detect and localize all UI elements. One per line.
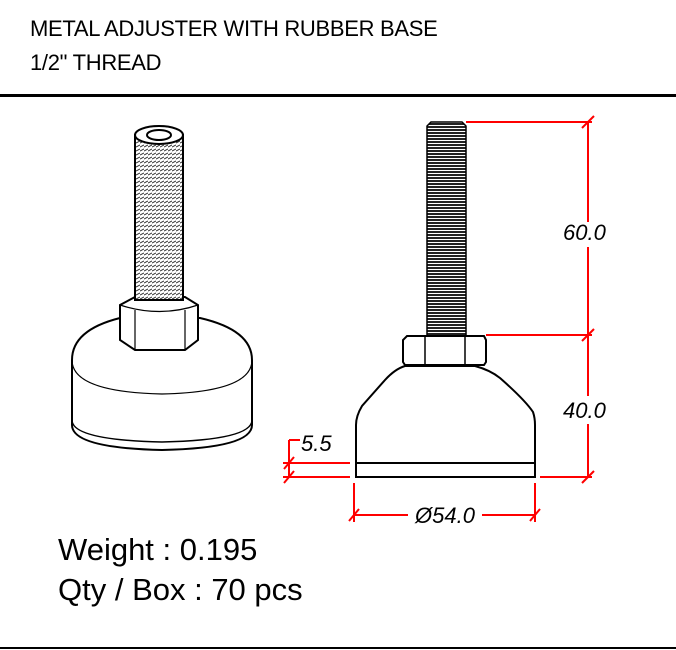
body-height-label: 40.0	[563, 398, 607, 423]
rubber-thickness-label: 5.5	[301, 431, 332, 456]
header-divider	[0, 94, 676, 97]
weight-text: Weight : 0.195	[58, 532, 258, 567]
qty-per-box-text: Qty / Box : 70 pcs	[58, 572, 303, 607]
front-view	[355, 121, 536, 478]
product-title: METAL ADJUSTER WITH RUBBER BASE	[30, 16, 438, 41]
footer-divider	[0, 647, 676, 649]
thread-size: 1/2" THREAD	[30, 50, 162, 75]
dimension-lines	[283, 115, 595, 522]
isometric-view	[71, 125, 253, 452]
thread-length-label: 60.0	[563, 220, 607, 245]
base-diameter-label: Ø54.0	[414, 503, 476, 528]
